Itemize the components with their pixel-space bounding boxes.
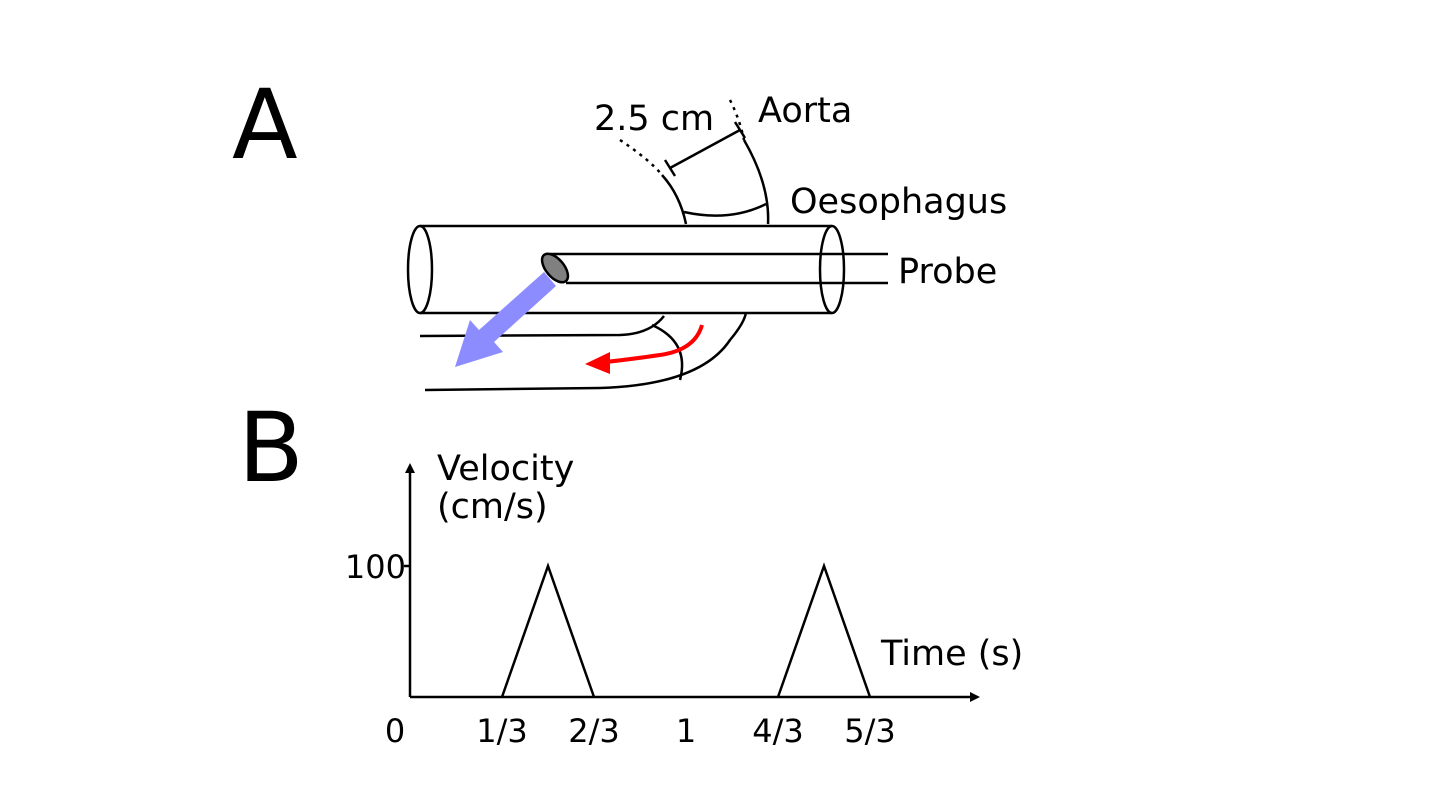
panel-b: B Velocity (cm/s) Time (s) 100 0 1/3 2/3 1 4… <box>238 392 1023 750</box>
aorta-label: Aorta <box>758 91 852 131</box>
probe-tip <box>540 252 570 284</box>
aorta-lower-outer-wall <box>424 311 748 392</box>
oesophagus-left-end <box>406 224 434 315</box>
aorta-diameter-dimension: 2.5 cm <box>594 99 747 177</box>
x-axis-label: Time (s) <box>880 634 1023 674</box>
oesophagus-label: Oesophagus <box>790 182 1007 222</box>
aorta-lower-cross-section <box>651 323 684 381</box>
x-tick-label: 0 <box>385 712 405 750</box>
aorta-lower-upper-wall <box>419 315 665 338</box>
dimension-tick-right <box>733 121 747 139</box>
probe-label: Probe <box>898 252 997 292</box>
x-tick-label: 1/3 <box>476 712 528 750</box>
dimension-line <box>669 128 741 170</box>
aorta-cross-section <box>683 202 767 217</box>
x-tick-label: 4/3 <box>752 712 804 750</box>
ultrasound-beam-arrow <box>455 272 556 367</box>
aorta-left-wall-dotted <box>619 138 663 176</box>
velocity-time-chart: Velocity (cm/s) Time (s) 100 0 1/3 2/3 1 4/3… <box>345 449 1023 750</box>
panel-a-letter: A <box>232 69 298 181</box>
oesophagus-right-end <box>818 224 846 315</box>
y-axis-label-line2: (cm/s) <box>437 487 548 527</box>
aorta <box>419 99 770 392</box>
y-tick-label: 100 <box>345 548 406 586</box>
oesophagus <box>406 224 846 315</box>
blood-flow-arrow <box>585 324 704 374</box>
blood-flow-arrowhead <box>585 352 610 374</box>
probe <box>540 252 888 285</box>
panel-b-letter: B <box>238 392 304 504</box>
aorta-right-wall <box>742 139 770 225</box>
aorta-left-wall <box>661 174 688 225</box>
x-ticks: 0 1/3 2/3 1 4/3 5/3 <box>385 712 896 750</box>
y-ticks: 100 <box>345 548 410 586</box>
velocity-series-line <box>500 562 872 698</box>
blood-flow-line <box>604 324 704 364</box>
x-tick-label: 5/3 <box>844 712 896 750</box>
y-axis-label-line1: Velocity <box>437 449 574 489</box>
x-tick-label: 1 <box>676 712 696 750</box>
x-tick-label: 2/3 <box>568 712 620 750</box>
panel-a: A 2.5 cm Aorta Oesophagus <box>232 69 1007 392</box>
dimension-tick-left <box>663 159 677 177</box>
dimension-label: 2.5 cm <box>594 99 714 139</box>
